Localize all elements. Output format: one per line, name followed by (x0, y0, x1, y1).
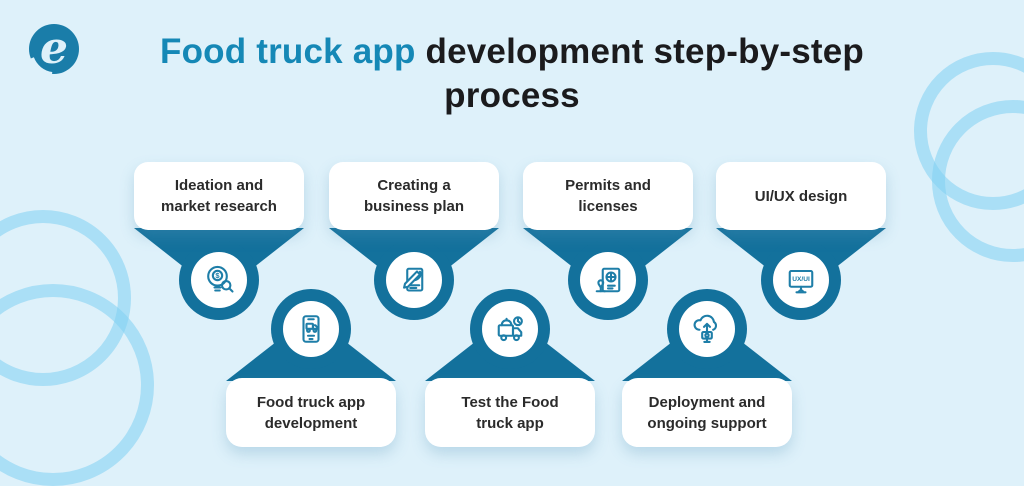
step-icon-circle (679, 301, 735, 357)
step-funnel: $ (134, 228, 304, 321)
step-permits-licenses: Permits and licenses (523, 162, 693, 321)
step-app-development: Food truck app development (226, 287, 396, 447)
step-funnel: UX/UI (716, 228, 886, 321)
step-icon-circle (283, 301, 339, 357)
step-label-card: Test the Food truck app (425, 378, 595, 447)
step-funnel (425, 287, 595, 381)
step-label-line: ongoing support (647, 414, 767, 432)
step-icon-circle: UX/UI (773, 252, 829, 308)
step-funnel (622, 287, 792, 381)
document-pencil-icon (403, 267, 424, 292)
step-label-line: Food truck app (256, 393, 366, 411)
cloud-upload-monitor-icon (693, 314, 718, 343)
lightbulb-dollar-search-icon: $ (207, 265, 234, 293)
page-title: Food truck app development step-by-step … (137, 30, 887, 118)
step-icon-circle: $ (191, 252, 247, 308)
svg-text:$: $ (215, 271, 220, 280)
step-label-line: Ideation and (174, 177, 264, 194)
step-label-line: Deployment and (648, 393, 766, 411)
step-label-line: Creating a (377, 177, 451, 194)
step-icon-circle (386, 252, 442, 308)
svg-text:UX/UI: UX/UI (792, 276, 810, 283)
page-title-highlight: Food truck app (160, 32, 416, 71)
step-test-app: Test the Food truck app (425, 287, 595, 447)
step-icon-circle (580, 252, 636, 308)
company-logo: e (22, 16, 86, 80)
step-label-card: UI/UX design (716, 162, 886, 230)
step-deployment-support: Deployment and ongoing support (622, 287, 792, 447)
step-business-plan: Creating a business plan (329, 162, 499, 321)
step-funnel (226, 287, 396, 381)
step-ideation-market-research: Ideation and market research $ (134, 162, 304, 321)
step-uiux-design: UI/UX design UX/UI (716, 162, 886, 321)
logo-e-icon: e (29, 23, 79, 76)
decorative-ring (0, 284, 154, 486)
step-label-line: business plan (363, 198, 465, 215)
step-icon-circle (482, 301, 538, 357)
step-label-card: Deployment and ongoing support (622, 378, 792, 447)
certificate-stamp-icon (595, 267, 621, 293)
step-label-card: Permits and licenses (523, 162, 693, 230)
step-funnel (523, 228, 693, 321)
svg-text:e: e (40, 23, 68, 74)
step-label-card: Food truck app development (226, 378, 396, 447)
step-label-line: UI/UX design (754, 187, 848, 205)
step-label-card: Creating a business plan (329, 162, 499, 230)
step-label-line: licenses (578, 198, 638, 215)
step-label-line: Permits and (565, 177, 651, 194)
truck-cloche-test-icon (497, 316, 523, 342)
step-label-line: Test the Food (461, 393, 559, 411)
monitor-uxui-icon: UX/UI (788, 269, 814, 294)
step-label-line: truck app (476, 414, 544, 432)
step-label-line: development (264, 414, 358, 432)
step-funnel (329, 228, 499, 321)
phone-truck-icon (302, 315, 320, 343)
step-label-line: market research (161, 198, 277, 215)
page-title-rest: development step-by-step process (415, 32, 864, 116)
step-label-card: Ideation and market research (134, 162, 304, 230)
